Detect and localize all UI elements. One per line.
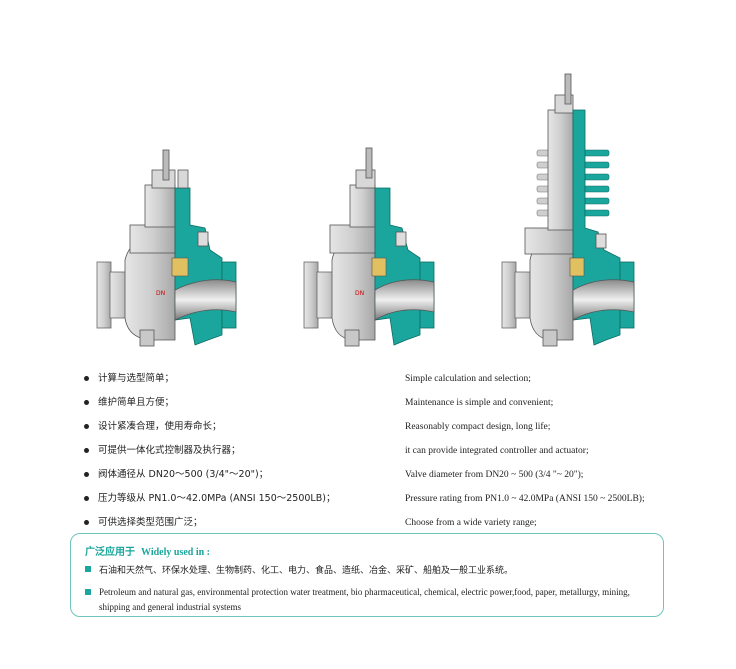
- bullet-icon: [84, 424, 89, 429]
- feature-en: Valve diameter from DN20 ~ 500 (3/4 "~ 2…: [405, 470, 584, 480]
- feature-list: 计算与选型简单； Simple calculation and selection…: [84, 372, 684, 540]
- feature-en: Choose from a wide variety range;: [405, 518, 537, 528]
- feature-en: Pressure rating from PN1.0 ~ 42.0MPa (AN…: [405, 494, 645, 504]
- bullet-icon: [84, 376, 89, 381]
- feature-row: 计算与选型简单； Simple calculation and selection…: [84, 372, 684, 396]
- feature-zh: 设计紧凑合理，使用寿命长；: [98, 421, 222, 432]
- feature-zh: 压力等级从 PN1.0～42.0MPa (ANSI 150～2500LB)；: [98, 493, 336, 504]
- feature-en: Maintenance is simple and convenient;: [405, 398, 554, 408]
- square-bullet-icon: [85, 566, 91, 572]
- feature-zh: 可供选择类型范围广泛；: [98, 517, 203, 528]
- feature-row: 可提供一体化式控制器及执行器； it can provide integrated…: [84, 444, 684, 468]
- usage-box: 广泛应用于 Widely used in : 石油和天然气、环保水处理、生物制药、…: [70, 533, 664, 617]
- feature-row: 设计紧凑合理，使用寿命长； Reasonably compact design, …: [84, 420, 684, 444]
- feature-en: it can provide integrated controller and…: [405, 446, 589, 456]
- bullet-icon: [84, 496, 89, 501]
- valve-finned: [501, 73, 635, 347]
- valve-compact: DN: [303, 147, 435, 347]
- feature-zh: 可提供一体化式控制器及执行器；: [98, 445, 241, 456]
- feature-zh: 计算与选型简单；: [98, 373, 175, 384]
- feature-en: Simple calculation and selection;: [405, 374, 531, 384]
- bullet-icon: [84, 448, 89, 453]
- feature-zh: 维护简单且方便；: [98, 397, 175, 408]
- valve-1-label: DN: [156, 290, 165, 297]
- usage-title: 广泛应用于 Widely used in :: [85, 543, 210, 558]
- feature-row: 维护简单且方便； Maintenance is simple and conven…: [84, 396, 684, 420]
- valve-2-label: DN: [355, 290, 364, 297]
- usage-title-zh: 广泛应用于: [85, 547, 135, 558]
- feature-row: 可供选择类型范围广泛； Choose from a wide variety ra…: [84, 516, 684, 540]
- feature-zh: 阀体通径从 DN20～500 (3/4"～20")；: [98, 469, 269, 480]
- feature-en: Reasonably compact design, long life;: [405, 422, 551, 432]
- bullet-icon: [84, 400, 89, 405]
- usage-zh-text: 石油和天然气、环保水处理、生物制药、化工、电力、食品、造纸、冶金、采矿、船舶及一…: [99, 566, 514, 576]
- feature-row: 阀体通径从 DN20～500 (3/4"～20")； Valve diameter…: [84, 468, 684, 492]
- valve-standard: DN: [96, 149, 237, 347]
- square-bullet-icon: [85, 589, 91, 595]
- feature-row: 压力等级从 PN1.0～42.0MPa (ANSI 150～2500LB)； Pr…: [84, 492, 684, 516]
- valve-illustrations: DN DN: [96, 73, 635, 347]
- bullet-icon: [84, 520, 89, 525]
- bullet-icon: [84, 472, 89, 477]
- usage-en-text: Petroleum and natural gas, environmental…: [99, 587, 630, 612]
- usage-title-en: Widely used in :: [141, 547, 210, 558]
